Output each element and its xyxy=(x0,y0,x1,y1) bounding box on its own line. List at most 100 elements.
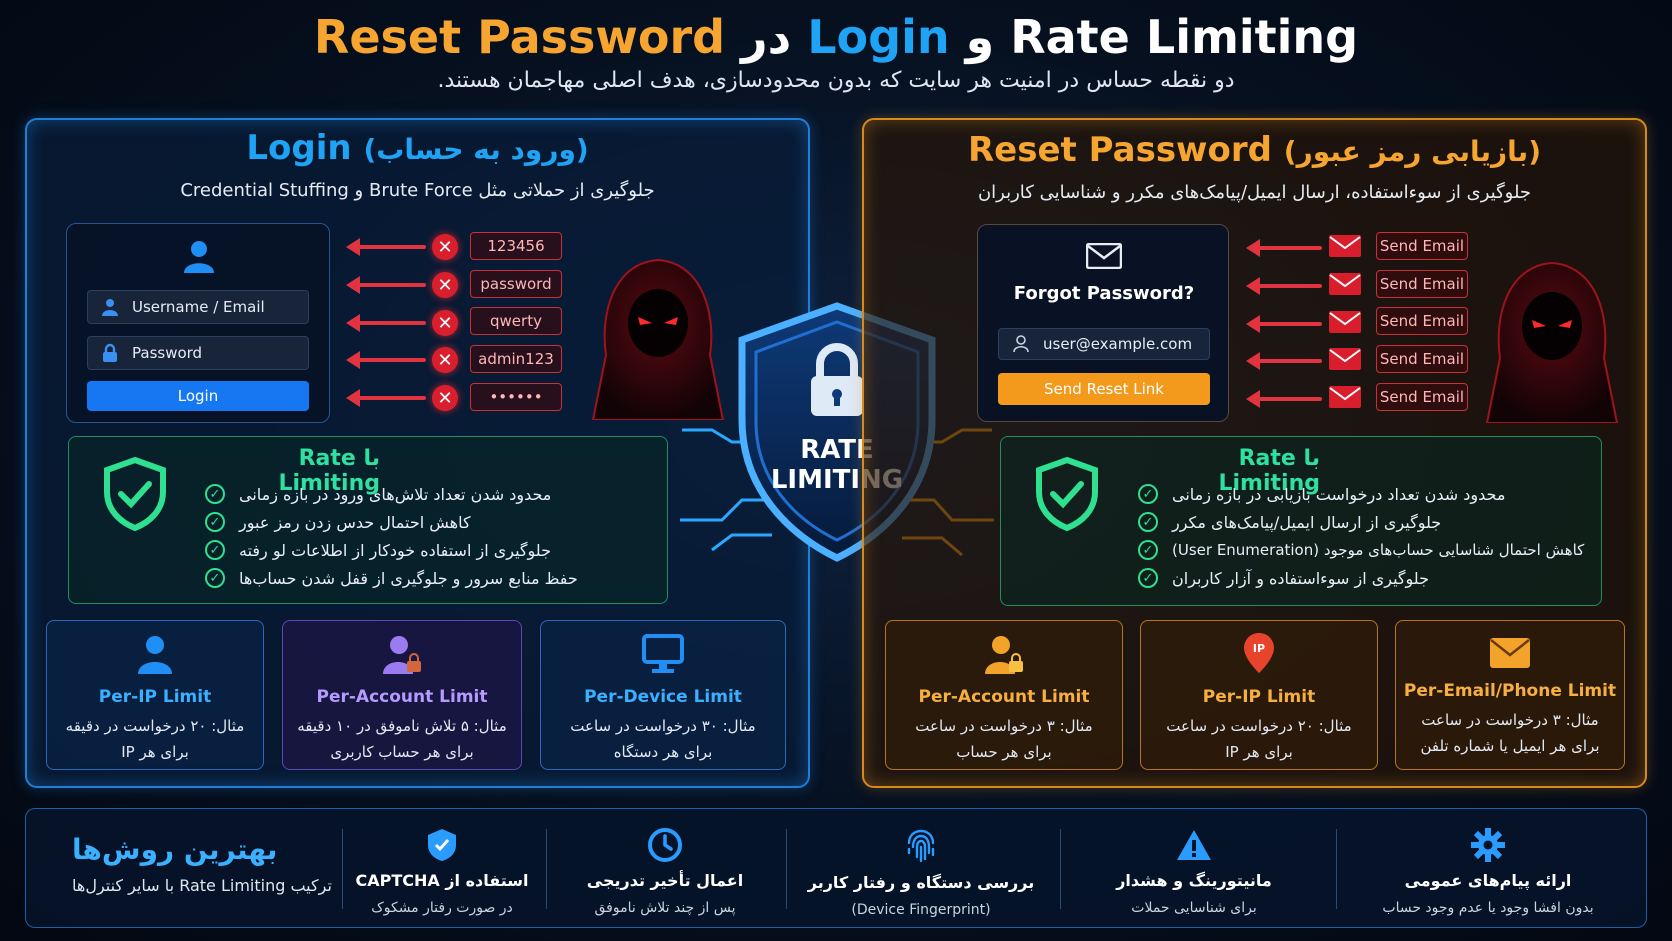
warning-icon xyxy=(1177,830,1211,860)
check-icon: ✓ xyxy=(1138,568,1158,588)
lock-icon xyxy=(103,343,117,362)
check-icon: ✓ xyxy=(205,568,225,588)
divider xyxy=(342,829,343,909)
envelope-icon xyxy=(1329,235,1361,257)
forgot-password-heading: Forgot Password? xyxy=(1013,283,1195,304)
login-benefits-title: با Rate Limiting xyxy=(278,446,381,496)
user-lock-icon xyxy=(383,636,421,674)
user-icon xyxy=(1013,335,1029,353)
x-icon: ✕ xyxy=(432,310,458,336)
attack-attempt: Send Email xyxy=(1376,270,1468,298)
user-icon xyxy=(138,636,172,674)
attack-arrow xyxy=(1246,315,1322,333)
envelope-icon xyxy=(1329,273,1361,295)
x-icon: ✕ xyxy=(432,385,458,411)
attack-arrow xyxy=(346,389,426,407)
clock-icon xyxy=(648,828,682,862)
reset-panel-title: Reset Password (بازیابی رمز عبور) xyxy=(968,130,1541,170)
gear-icon xyxy=(1471,828,1505,862)
benefit-row: ✓محدود شدن تعداد درخواست بازیابی در بازه… xyxy=(1138,484,1505,504)
divider xyxy=(546,829,547,909)
username-field[interactable]: Username / Email xyxy=(87,290,309,324)
attack-attempt: 123456 xyxy=(470,232,562,260)
login-button[interactable]: Login xyxy=(87,381,309,411)
best-practice-fingerprint: بررسی دستگاه و رفتار کاربر (Device Finge… xyxy=(788,827,1054,918)
fingerprint-icon xyxy=(907,829,935,863)
reset-form-card: Forgot Password? user@example.com Send R… xyxy=(977,224,1229,422)
attack-attempt: Send Email xyxy=(1376,383,1468,411)
attack-arrow xyxy=(1246,277,1322,295)
page-subtitle: دو نقطه حساس در امنیت هر سایت که بدون مح… xyxy=(437,68,1235,93)
attack-arrow xyxy=(1246,390,1322,408)
check-icon: ✓ xyxy=(205,512,225,532)
attack-arrow xyxy=(346,351,426,369)
monitor-icon xyxy=(642,634,684,673)
divider xyxy=(1060,829,1061,909)
svg-text:IP: IP xyxy=(1253,642,1265,655)
attack-attempt: password xyxy=(470,270,562,298)
limit-card-per-device: Per-Device Limit مثال: ۳۰ درخواست در ساع… xyxy=(540,620,786,770)
password-field[interactable]: Password xyxy=(87,336,309,370)
user-icon xyxy=(184,241,214,273)
attack-attempt: Send Email xyxy=(1376,345,1468,373)
best-practice-monitoring: مانیتورینگ و هشدار برای شناسایی حملات xyxy=(1062,827,1326,916)
envelope-icon xyxy=(1329,311,1361,333)
shield-check-icon xyxy=(104,456,166,532)
x-icon: ✕ xyxy=(432,272,458,298)
reset-benefits-title: با Rate Limiting xyxy=(1218,446,1321,496)
shield-check-icon xyxy=(1036,456,1098,532)
title-login: Login xyxy=(807,10,950,64)
best-practice-delay: اعمال تأخیر تدریجی پس از چند تلاش ناموفق xyxy=(548,827,782,916)
attack-attempt: qwerty xyxy=(470,307,562,335)
benefit-row: ✓محدود شدن تعداد تلاش‌های ورود در بازه ز… xyxy=(205,484,551,504)
title-connector: و xyxy=(965,10,995,64)
divider xyxy=(786,829,787,909)
page-title: Reset Password در Login و Rate Limiting xyxy=(0,10,1672,64)
title-connector: در xyxy=(741,10,792,64)
best-practice-generic-messages: ارائه پیام‌های عمومی بدون افشا وجود یا ع… xyxy=(1338,827,1638,916)
attack-attempt: Send Email xyxy=(1376,232,1468,260)
attack-arrow xyxy=(346,276,426,294)
x-icon: ✕ xyxy=(432,347,458,373)
attack-arrow xyxy=(346,314,426,332)
title-reset-password: Reset Password xyxy=(313,10,726,64)
limit-card-per-ip: IP Per-IP Limit مثال: ۲۰ درخواست در ساعت… xyxy=(1140,620,1378,770)
check-icon: ✓ xyxy=(205,540,225,560)
location-pin-icon: IP xyxy=(1244,633,1274,673)
login-panel-title: Login (ورود به حساب) xyxy=(246,128,589,168)
hacker-icon xyxy=(591,258,725,420)
attack-attempt: •••••• xyxy=(470,383,562,411)
divider xyxy=(1336,829,1337,909)
benefit-row: ✓کاهش احتمال حدس زدن رمز عبور xyxy=(205,512,471,532)
best-practices-title: بهترین روش‌ها xyxy=(72,833,278,866)
limit-card-per-account: Per-Account Limit مثال: ۳ درخواست در ساع… xyxy=(885,620,1123,770)
hacker-icon xyxy=(1485,261,1619,423)
benefit-row: ✓جلوگیری از سوءاستفاده و آزار کاربران xyxy=(1138,568,1429,588)
email-field[interactable]: user@example.com xyxy=(998,328,1210,360)
check-icon: ✓ xyxy=(205,484,225,504)
check-icon: ✓ xyxy=(1138,484,1158,504)
login-form-card: Username / Email Password Login xyxy=(66,223,330,423)
login-benefits-box xyxy=(68,436,668,604)
best-practices-subtitle: ترکیب Rate Limiting با سایر کنترل‌ها xyxy=(72,876,332,895)
check-icon: ✓ xyxy=(1138,540,1158,560)
send-reset-link-button[interactable]: Send Reset Link xyxy=(998,373,1210,405)
limit-card-per-account: Per-Account Limit مثال: ۵ تلاش ناموفق در… xyxy=(282,620,522,770)
shield-icon xyxy=(428,829,456,861)
check-icon: ✓ xyxy=(1138,512,1158,532)
limit-card-per-email-phone: Per-Email/Phone Limit مثال: ۳ درخواست در… xyxy=(1395,620,1625,770)
envelope-icon xyxy=(1329,348,1361,370)
benefit-row: ✓حفظ منابع سرور و جلوگیری از قفل شدن حسا… xyxy=(205,568,578,588)
envelope-icon xyxy=(1490,638,1530,668)
best-practices-bar: بهترین روش‌ها ترکیب Rate Limiting با سای… xyxy=(25,808,1647,928)
reset-panel-subtitle: جلوگیری از سوءاستفاده، ارسال ایمیل/پیامک… xyxy=(977,182,1532,203)
login-panel-subtitle: جلوگیری از حملاتی مثل Brute Force و Cred… xyxy=(180,180,655,201)
reset-benefits-box xyxy=(1000,436,1602,606)
x-icon: ✕ xyxy=(432,234,458,260)
best-practice-captcha: استفاده از CAPTCHA در صورت رفتار مشکوک xyxy=(344,827,540,916)
benefit-row: ✓جلوگیری از استفاده خودکار از اطلاعات لو… xyxy=(205,540,551,560)
title-rate-limiting: Rate Limiting xyxy=(1010,10,1359,64)
attack-arrow xyxy=(346,238,426,256)
user-icon xyxy=(102,299,118,316)
